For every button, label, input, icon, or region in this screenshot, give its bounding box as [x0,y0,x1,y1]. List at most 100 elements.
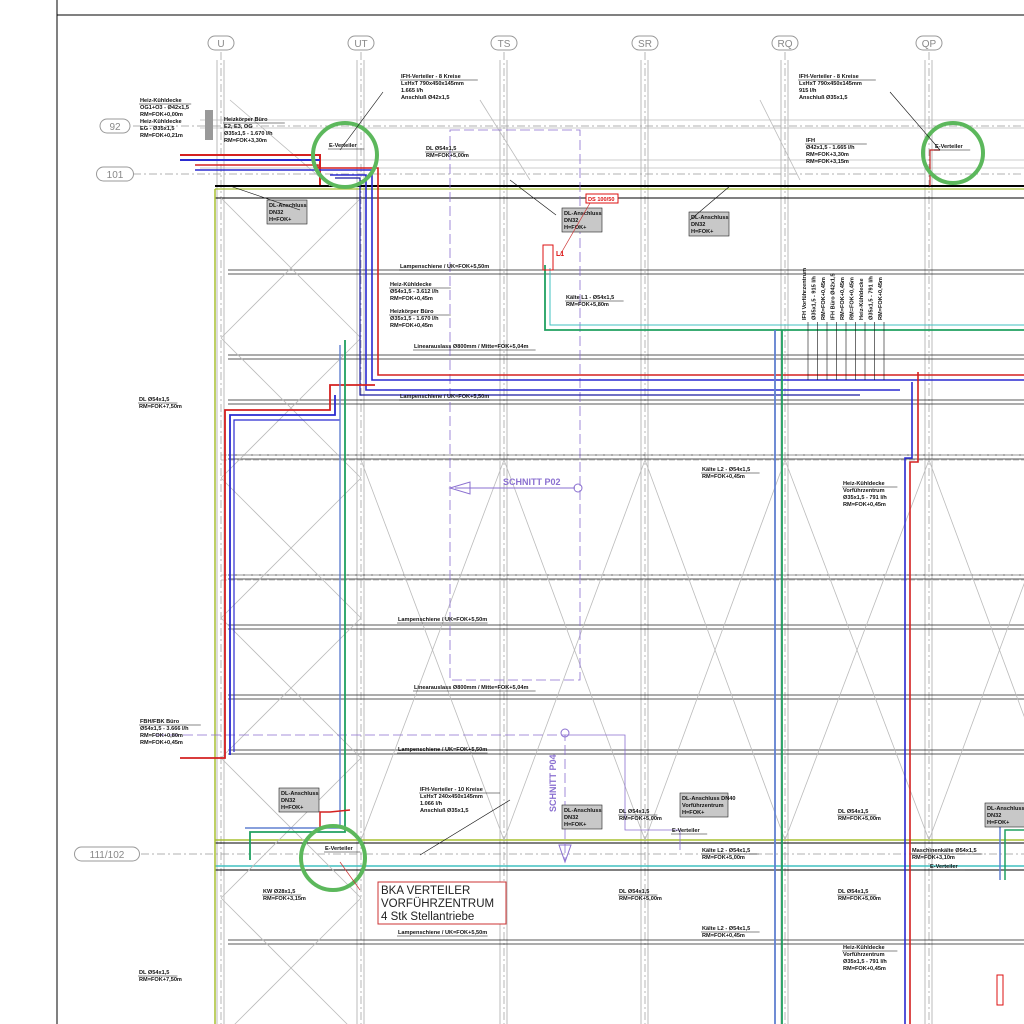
note-text: Anschluß Ø35x1,5 [799,95,848,101]
note-28: E-Verteiler [929,864,966,871]
note-text: Vorführzentrum [843,488,885,494]
cooling-pipe [249,340,346,860]
note-text: Linearauslass Ø800mm / Mitte=FOK+5,04m [414,685,528,691]
pipes-layer [180,110,1024,1024]
box-text: DN32 [269,210,283,216]
box-bg [688,211,730,237]
section-box [449,129,581,681]
box-bg [984,802,1024,828]
box-text: H=FOK+ [987,820,1010,826]
note-text: RM=FOK+7,50m [139,977,182,983]
note-text: RM=FOK+3,10m [912,855,955,861]
box-bg [266,199,308,225]
note-text: RM=FOK+5,00m [838,896,881,902]
note-text: Kälte L2 - Ø54x1,5 [702,848,750,854]
leader-line [689,185,731,221]
section-p04-label: SCHNITT P04 [548,754,558,812]
note-7: E-Verteiler [934,144,971,151]
note-text: Ø42x1,5 - 1.665 l/h [806,145,855,151]
note-text: EG - Ø35x1,5 [140,126,175,132]
l1-label: L1 [556,251,564,258]
box-text: DL-Anschluss [691,215,729,221]
brace [220,197,362,339]
note-12: Linearauslass Ø800mm / Mitte=FOK+5,04m [413,344,536,351]
box-text: H=FOK+ [682,810,705,816]
brace [928,459,1024,718]
section-p02-label: SCHNITT P02 [503,477,561,487]
note-text: 915 l/h [799,88,817,94]
vertical-note: RM=FOK+0,45m [821,277,827,320]
note-text: Heiz-Kühldecke [843,945,885,951]
note-text: RM=FOK+3,30m [224,138,267,144]
note-text: E2, E3, OG [224,124,253,130]
note-text: E-Verteiler [672,828,700,834]
section-arrow-head [558,844,572,864]
note-text: Kälte L1 - Ø54x1,5 [566,295,614,301]
highlight-circle [299,824,367,892]
heating-pipe [195,164,1024,376]
section-line [565,734,681,850]
note-text: RM=FOK+0,45m [843,502,886,508]
note-text: Heizkörper Büro [224,117,268,123]
axis-bubble [631,35,659,51]
note-8: Lampenschiene / UK=FOK+5,50m [399,264,490,271]
vertical-note: IFH Büro Ø42x1,5 [831,273,837,320]
return-pipe [233,419,340,752]
axis-bubble [99,118,131,134]
brace [220,897,348,1024]
box-text: H=FOK+ [281,805,304,811]
section-arrow-head [448,481,471,495]
note-text: Ø54x1,5 - 3.612 l/h [390,289,439,295]
note-text: RM=FOK+0,45m [140,740,183,746]
note-14: DL Ø54x1,5RM=FOK+7,50m [138,397,182,410]
heating-pipe [319,809,351,830]
brace [234,897,362,1024]
note-text: RM=FOK+5,00m [619,896,662,902]
note-text: Lampenschiene / UK=FOK+5,50m [398,747,487,753]
vertical-note: Ø35x1,5 - 791 l/h [869,276,875,320]
note-text: E-Verteiler [325,846,353,852]
axis-label-QP: QP [922,39,937,50]
red-tag [585,193,619,204]
box-text: DL-Anschluss [281,791,319,797]
note-text: RM=FOK+5,00m [838,816,881,822]
axis-bubble [207,35,235,51]
vertical-note: RM=FOK+0,45m [840,277,846,320]
note-text: Ø35x1,5 - 1.670 l/h [390,316,439,322]
leader-line [889,91,941,151]
cooling-pipe [544,265,1024,331]
highlight-circle [311,121,379,189]
note-text: IFH-Verteiler - 8 Kreise [799,74,859,80]
box-text: DL-Anschluss DN40 [682,796,735,802]
axis-label-U: U [217,39,224,50]
note-text: RM=FOK+0,45m [390,296,433,302]
note-22: DL Ø54x1,5RM=FOK+5,00m [618,809,662,822]
box-text: DL-Anschluss [564,808,602,814]
axis-bubble [915,35,943,51]
note-text: RM=FOK+5,00m [702,855,745,861]
note-26: Maschinenkälte Ø54x1,5RM=FOK+3,10m [911,848,983,861]
note-text: Lampenschiene / UK=FOK+5,50m [400,394,489,400]
axis-bubble [771,35,799,51]
box-text: DN32 [564,815,578,821]
brace [220,477,362,619]
note-text: DL Ø54x1,5 [139,970,169,976]
note-text: DL Ø54x1,5 [619,809,649,815]
note-3: E-Verteiler [328,143,365,150]
note-text: Anschluß Ø42x1,5 [401,95,450,101]
return-pipe [195,169,1024,381]
box-bg [278,787,320,813]
note-text: RM=FOK+0,00m [140,112,183,118]
return-pipe [335,177,860,396]
leader-line [419,799,511,856]
return-pipe [229,395,336,755]
